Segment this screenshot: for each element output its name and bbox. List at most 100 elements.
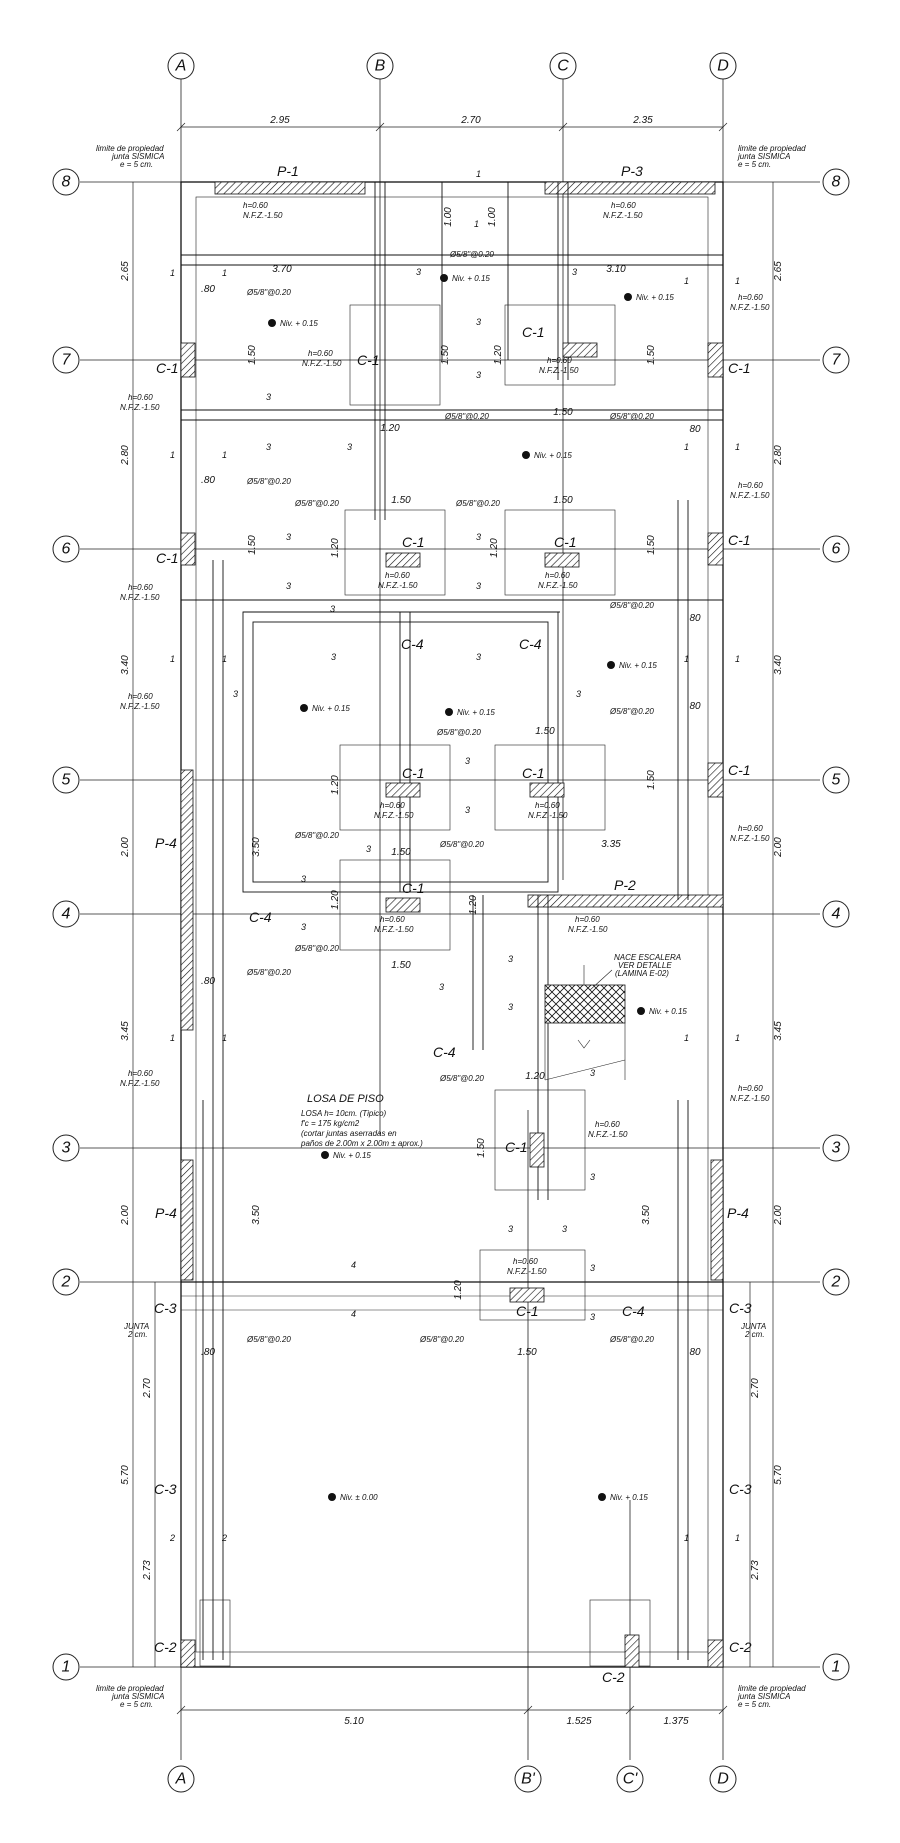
svg-text:3: 3 <box>590 1068 595 1078</box>
svg-text:e = 5 cm.: e = 5 cm. <box>738 1700 771 1709</box>
columns-hatched <box>180 342 724 1668</box>
svg-text:3: 3 <box>266 442 271 452</box>
svg-text:C-1: C-1 <box>522 324 545 340</box>
svg-text:3.50: 3.50 <box>251 837 262 857</box>
wall-p3-hatch <box>544 181 716 195</box>
svg-text:h=0.60: h=0.60 <box>535 801 560 810</box>
column-a7 <box>180 342 196 378</box>
svg-text:C-4: C-4 <box>401 636 424 652</box>
column-c1-b5 <box>385 782 421 798</box>
property-notes: limite de propiedad junta SISMICA e = 5 … <box>96 144 806 1709</box>
svg-text:N.F.Z.-1.50: N.F.Z.-1.50 <box>730 491 770 500</box>
svg-text:1.50: 1.50 <box>517 1347 537 1358</box>
svg-text:B: B <box>375 58 386 75</box>
svg-text:.80: .80 <box>201 475 215 486</box>
svg-text:limite de propiedad: limite de propiedad <box>738 144 806 153</box>
level-marker: Niv. + 0.15 <box>445 708 495 717</box>
svg-text:3: 3 <box>233 689 238 699</box>
svg-text:.80: .80 <box>201 284 215 295</box>
grid-bubble-left-7: 7 <box>52 346 80 374</box>
svg-text:C-3: C-3 <box>154 1300 177 1316</box>
svg-text:C-4: C-4 <box>433 1044 456 1060</box>
svg-text:2.70: 2.70 <box>142 1378 153 1399</box>
svg-text:1: 1 <box>474 219 479 229</box>
svg-text:Niv. + 0.15: Niv. + 0.15 <box>649 1007 687 1016</box>
svg-text:4: 4 <box>62 906 71 923</box>
svg-text:3: 3 <box>508 954 513 964</box>
svg-text:N.F.Z.-1.50: N.F.Z.-1.50 <box>528 811 568 820</box>
svg-text:3.50: 3.50 <box>641 1205 652 1225</box>
footing-pads <box>199 304 651 1667</box>
svg-text:3: 3 <box>476 652 481 662</box>
footing-c1-c5 <box>494 744 606 831</box>
grid-bubble-right-6: 6 <box>822 535 850 563</box>
svg-text:e = 5 cm.: e = 5 cm. <box>120 160 153 169</box>
svg-text:Niv. + 0.15: Niv. + 0.15 <box>452 274 490 283</box>
section-marks: 1 1 1 1 1 1 1 1 1 1 1 1 1 1 1 1 1 1 2 2 … <box>169 169 740 1543</box>
column-labels: C-1 C-1 C-1 C-1 C-1 C-1 C-1 C-1 C-1 C-1 … <box>154 324 752 1685</box>
svg-text:6: 6 <box>832 541 841 558</box>
label-p4-right: P-4 <box>727 1205 749 1221</box>
dim-bottom-a-b: 5.10 <box>344 1716 364 1727</box>
svg-text:h=0.60: h=0.60 <box>385 571 410 580</box>
svg-text:1: 1 <box>684 442 689 452</box>
column-a6 <box>180 532 196 566</box>
svg-text:C-1: C-1 <box>728 762 751 778</box>
svg-text:Niv. + 0.15: Niv. + 0.15 <box>280 319 318 328</box>
level-marker: Niv. + 0.15 <box>624 293 674 302</box>
top-dimension-chain: 2.95 2.70 2.35 <box>176 115 728 132</box>
label-p3: P-3 <box>621 163 643 179</box>
svg-text:1.20: 1.20 <box>330 890 341 910</box>
svg-text:1.50: 1.50 <box>247 345 258 365</box>
grid-bubble-right-2: 2 <box>822 1268 850 1296</box>
svg-text:7: 7 <box>62 352 72 369</box>
svg-text:Ø5/8"@0.20: Ø5/8"@0.20 <box>246 288 291 297</box>
grid-bubble-right-7: 7 <box>822 346 850 374</box>
svg-text:3.35: 3.35 <box>601 839 621 850</box>
grid-bubble-bottom-d: D <box>709 1765 737 1793</box>
svg-text:C-1: C-1 <box>554 534 577 550</box>
svg-text:h=0.60: h=0.60 <box>128 692 153 701</box>
grid-bubble-right-8: 8 <box>822 168 850 196</box>
svg-text:C-4: C-4 <box>519 636 542 652</box>
svg-text:Ø5/8"@0.20: Ø5/8"@0.20 <box>419 1335 464 1344</box>
svg-text:Ø5/8"@0.20: Ø5/8"@0.20 <box>439 840 484 849</box>
svg-text:Niv. ± 0.00: Niv. ± 0.00 <box>340 1493 378 1502</box>
svg-text:1: 1 <box>684 1033 689 1043</box>
svg-text:1: 1 <box>170 450 175 460</box>
level-marker: Niv. + 0.15 <box>522 451 572 460</box>
svg-text:N.F.Z.-1.50: N.F.Z.-1.50 <box>120 1079 160 1088</box>
svg-text:2: 2 <box>221 1533 227 1543</box>
svg-text:2.65: 2.65 <box>773 261 784 282</box>
junta-note-right: JUNTA 2 cm. <box>740 1322 766 1339</box>
svg-text:1.00: 1.00 <box>443 207 454 227</box>
svg-text:h=0.60: h=0.60 <box>128 583 153 592</box>
svg-text:N.F.Z.-1.50: N.F.Z.-1.50 <box>120 702 160 711</box>
level-marker: Niv. + 0.15 <box>598 1493 648 1502</box>
svg-text:C-2: C-2 <box>602 1669 625 1685</box>
grid-bubble-right-4: 4 <box>822 900 850 928</box>
svg-text:3: 3 <box>590 1172 595 1182</box>
perimeter-walls <box>180 181 724 1668</box>
svg-text:1: 1 <box>832 1659 841 1676</box>
svg-text:e = 5 cm.: e = 5 cm. <box>738 160 771 169</box>
svg-text:1.50: 1.50 <box>440 345 451 365</box>
svg-text:N.F.Z.-1.50: N.F.Z.-1.50 <box>374 925 414 934</box>
svg-text:3: 3 <box>590 1312 595 1322</box>
svg-text:JUNTA: JUNTA <box>740 1322 766 1331</box>
svg-text:h=0.60: h=0.60 <box>545 571 570 580</box>
svg-text:1: 1 <box>735 654 740 664</box>
svg-text:6: 6 <box>62 541 71 558</box>
svg-text:Ø5/8"@0.20: Ø5/8"@0.20 <box>609 601 654 610</box>
svg-text:2.80: 2.80 <box>773 445 784 466</box>
svg-text:C-3: C-3 <box>154 1481 177 1497</box>
rebar-notes: Ø5/8"@0.20 Ø5/8"@0.20 Ø5/8"@0.20 Ø5/8"@0… <box>246 250 654 1344</box>
svg-text:80: 80 <box>689 701 701 712</box>
svg-text:4: 4 <box>832 906 841 923</box>
grid-bubble-right-1: 1 <box>822 1653 850 1681</box>
svg-text:3: 3 <box>508 1002 513 1012</box>
wall-p2-hatch <box>527 894 724 908</box>
svg-text:3: 3 <box>590 1263 595 1273</box>
svg-text:5.70: 5.70 <box>120 1465 131 1485</box>
svg-text:Ø5/8"@0.20: Ø5/8"@0.20 <box>455 499 500 508</box>
